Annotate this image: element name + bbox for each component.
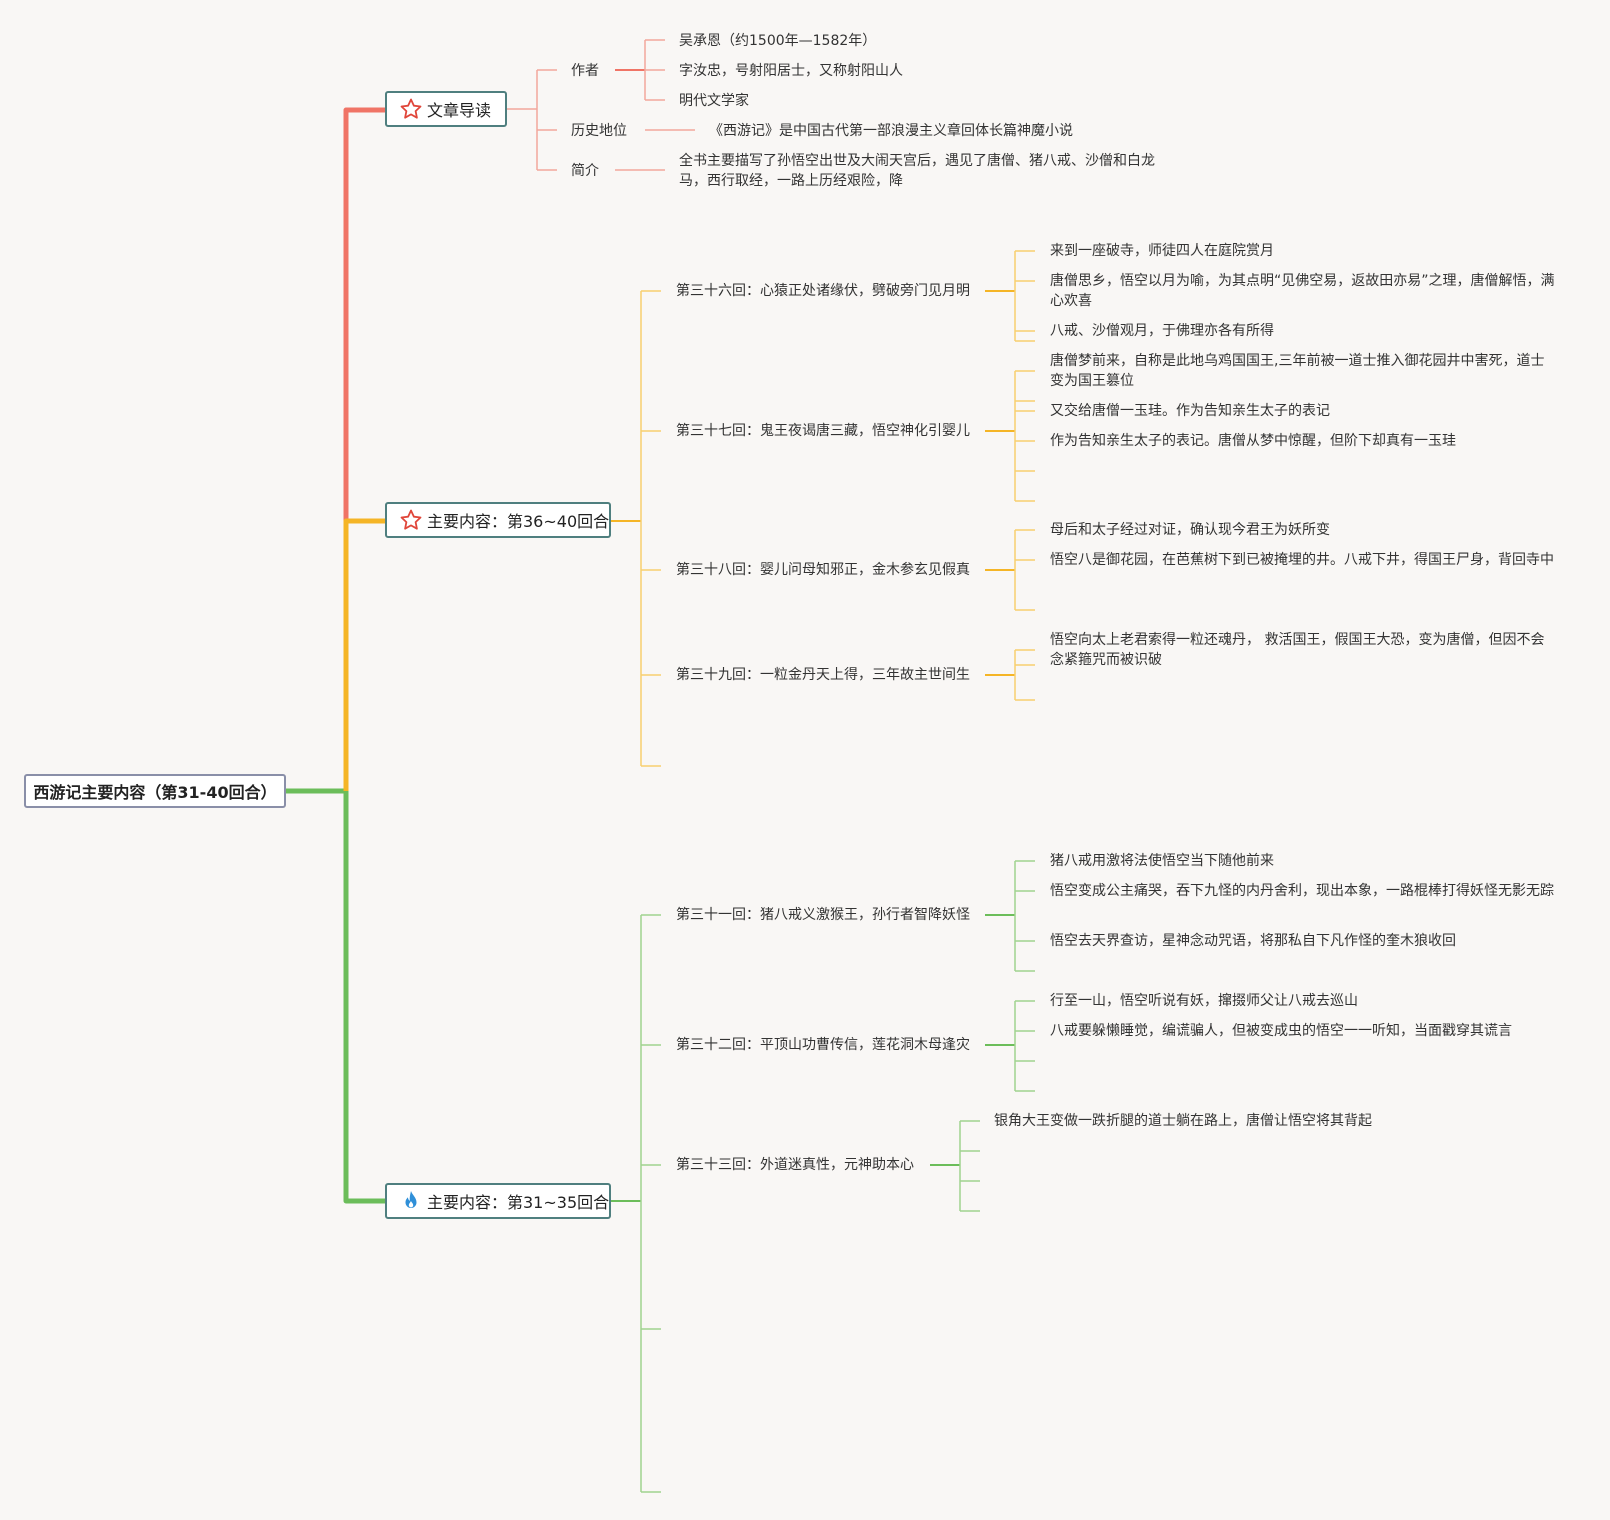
intro-text[interactable]: 全书主要描写了孙悟空出世及大闹天宫后，遇见了唐僧、猪八戒、沙僧和白龙马，西行取经… (679, 153, 1155, 189)
branch-part2-title: 主要内容：第36~40回合 (427, 512, 610, 531)
event-item[interactable]: 行至一山，悟空听说有妖，撺掇师父让八戒去巡山 (1050, 993, 1358, 1009)
root-title: 西游记主要内容（第31-40回合） (33, 783, 277, 802)
author-item[interactable]: 字汝忠，号射阳居士，又称射阳山人 (679, 63, 903, 79)
event-item[interactable]: 悟空变成公主痛哭，吞下九怪的内丹舍利，现出本象，一路棍棒打得妖怪无影无踪 (1050, 883, 1554, 899)
event-item[interactable]: 母后和太子经过对证，确认现今君王为妖所变 (1050, 522, 1330, 538)
chapter-title[interactable]: 第三十八回：婴儿问母知邪正，金木参玄见假真 (676, 562, 970, 578)
chapter-title[interactable]: 第三十六回：心猿正处诸缘伏，劈破旁门见月明 (676, 283, 970, 299)
event-item[interactable]: 悟空八是御花园，在芭蕉树下到已被掩埋的井。八戒下井，得国王尸身，背回寺中 (1050, 552, 1554, 568)
guide-intro-label[interactable]: 简介 (571, 163, 599, 179)
branch-part1-line (343, 791, 385, 1204)
branch-part1-node[interactable]: 主要内容：第31~35回合 (385, 1183, 611, 1219)
event-item[interactable]: 八戒要躲懒睡觉，编谎骗人，但被变成虫的悟空一一听知，当面戳穿其谎言 (1050, 1023, 1512, 1039)
chapter-title[interactable]: 第三十七回：鬼王夜谒唐三藏，悟空神化引婴儿 (676, 423, 970, 439)
flame-icon (405, 1191, 417, 1208)
branch-part2-line (343, 518, 385, 791)
chapter-title[interactable]: 第三十二回：平顶山功曹传信，莲花洞木母逢灾 (676, 1037, 970, 1053)
chapter-title[interactable]: 第三十一回：猪八戒义激猴王，孙行者智降妖怪 (676, 907, 970, 923)
event-item[interactable]: 悟空去天界查访，星神念动咒语，将那私自下凡作怪的奎木狼收回 (1050, 933, 1456, 949)
chapter-title[interactable]: 第三十九回：一粒金丹天上得，三年故主世间生 (676, 667, 970, 683)
author-item[interactable]: 吴承恩（约1500年—1582年） (679, 33, 877, 49)
event-item[interactable]: 来到一座破寺，师徒四人在庭院赏月 (1050, 243, 1274, 259)
branch-part2-node[interactable]: 主要内容：第36~40回合 (385, 502, 611, 538)
guide-author-label[interactable]: 作者 (571, 63, 599, 79)
event-item[interactable]: 悟空向太上老君索得一粒还魂丹， 救活国王，假国王大恐，变为唐僧，但因不会念紧箍咒… (1050, 632, 1545, 668)
author-item[interactable]: 明代文学家 (679, 93, 749, 109)
guide-history-label[interactable]: 历史地位 (571, 123, 627, 139)
history-text[interactable]: 《西游记》是中国古代第一部浪漫主义章回体长篇神魔小说 (709, 123, 1073, 139)
event-item[interactable]: 作为告知亲生太子的表记。唐僧从梦中惊醒，但阶下却真有一玉珪 (1050, 433, 1456, 449)
event-item[interactable]: 八戒、沙僧观月，于佛理亦各有所得 (1050, 323, 1274, 339)
star-icon (400, 98, 422, 119)
event-item[interactable]: 唐僧思乡，悟空以月为喻，为其点明“见佛空易，返故田亦易”之理，唐僧解悟，满心欢喜 (1050, 273, 1555, 309)
star-icon (400, 509, 422, 530)
branch-part1-title: 主要内容：第31~35回合 (427, 1193, 610, 1212)
branch-guide-line (343, 107, 385, 791)
branch-guide-title: 文章导读 (427, 101, 492, 120)
chapter-title[interactable]: 第三十三回：外道迷真性，元神助本心 (676, 1157, 914, 1173)
event-item[interactable]: 又交给唐僧一玉珪。作为告知亲生太子的表记 (1050, 403, 1330, 419)
root-node[interactable]: 西游记主要内容（第31-40回合） (24, 774, 286, 808)
branch-guide-node[interactable]: 文章导读 (385, 91, 507, 127)
event-item[interactable]: 银角大王变做一跌折腿的道士躺在路上，唐僧让悟空将其背起 (994, 1113, 1372, 1129)
event-item[interactable]: 猪八戒用激将法使悟空当下随他前来 (1050, 853, 1274, 869)
event-item[interactable]: 唐僧梦前来，自称是此地乌鸡国国王,三年前被一道士推入御花园井中害死，道士变为国王… (1050, 353, 1545, 389)
